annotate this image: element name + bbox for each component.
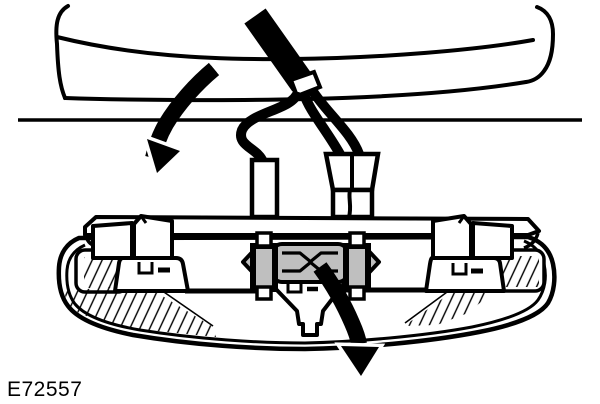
hatch-pocket-right [500,256,539,287]
hatch-field-right [404,262,494,326]
connector-large [323,151,381,220]
wiring-harness [236,8,364,165]
conduit-halo [244,8,314,92]
arrow-stem [316,264,364,345]
housing-bar [83,215,541,237]
wire [239,91,300,163]
lens-bracket-right [424,256,506,293]
retaining-clip-right [431,214,514,260]
holder-tab-bottom-right [348,285,366,301]
holder-tab-bottom-left [255,285,273,301]
lens-bracket-left [113,256,190,293]
hatch-field-left [64,284,216,337]
connector-small [249,157,280,220]
wire [302,93,343,157]
figure-code: E72557 [7,378,83,401]
clip-slot [451,263,468,276]
bulb-holder-right [343,243,371,292]
lamp-housing [83,215,541,250]
clip-slot [286,282,303,294]
arrow-head [341,346,379,376]
conduit-edge [258,10,313,82]
bulb-removal-arrow [313,262,386,383]
hatch-pocket-left [84,255,121,288]
clip-slot [137,262,154,275]
holder-tab-top-right [348,231,366,248]
arrow-head [147,139,180,173]
festoon-bulb [241,231,381,301]
holder-tab-top-left [255,231,273,248]
conduit-end-fitting [288,69,323,99]
retaining-clip-left [91,214,174,260]
conduit-edge [244,20,298,90]
bulb-holder-left [250,243,278,292]
housing-end-hook [523,232,540,250]
headliner-removal-arrow [141,62,220,180]
wire [310,88,361,155]
